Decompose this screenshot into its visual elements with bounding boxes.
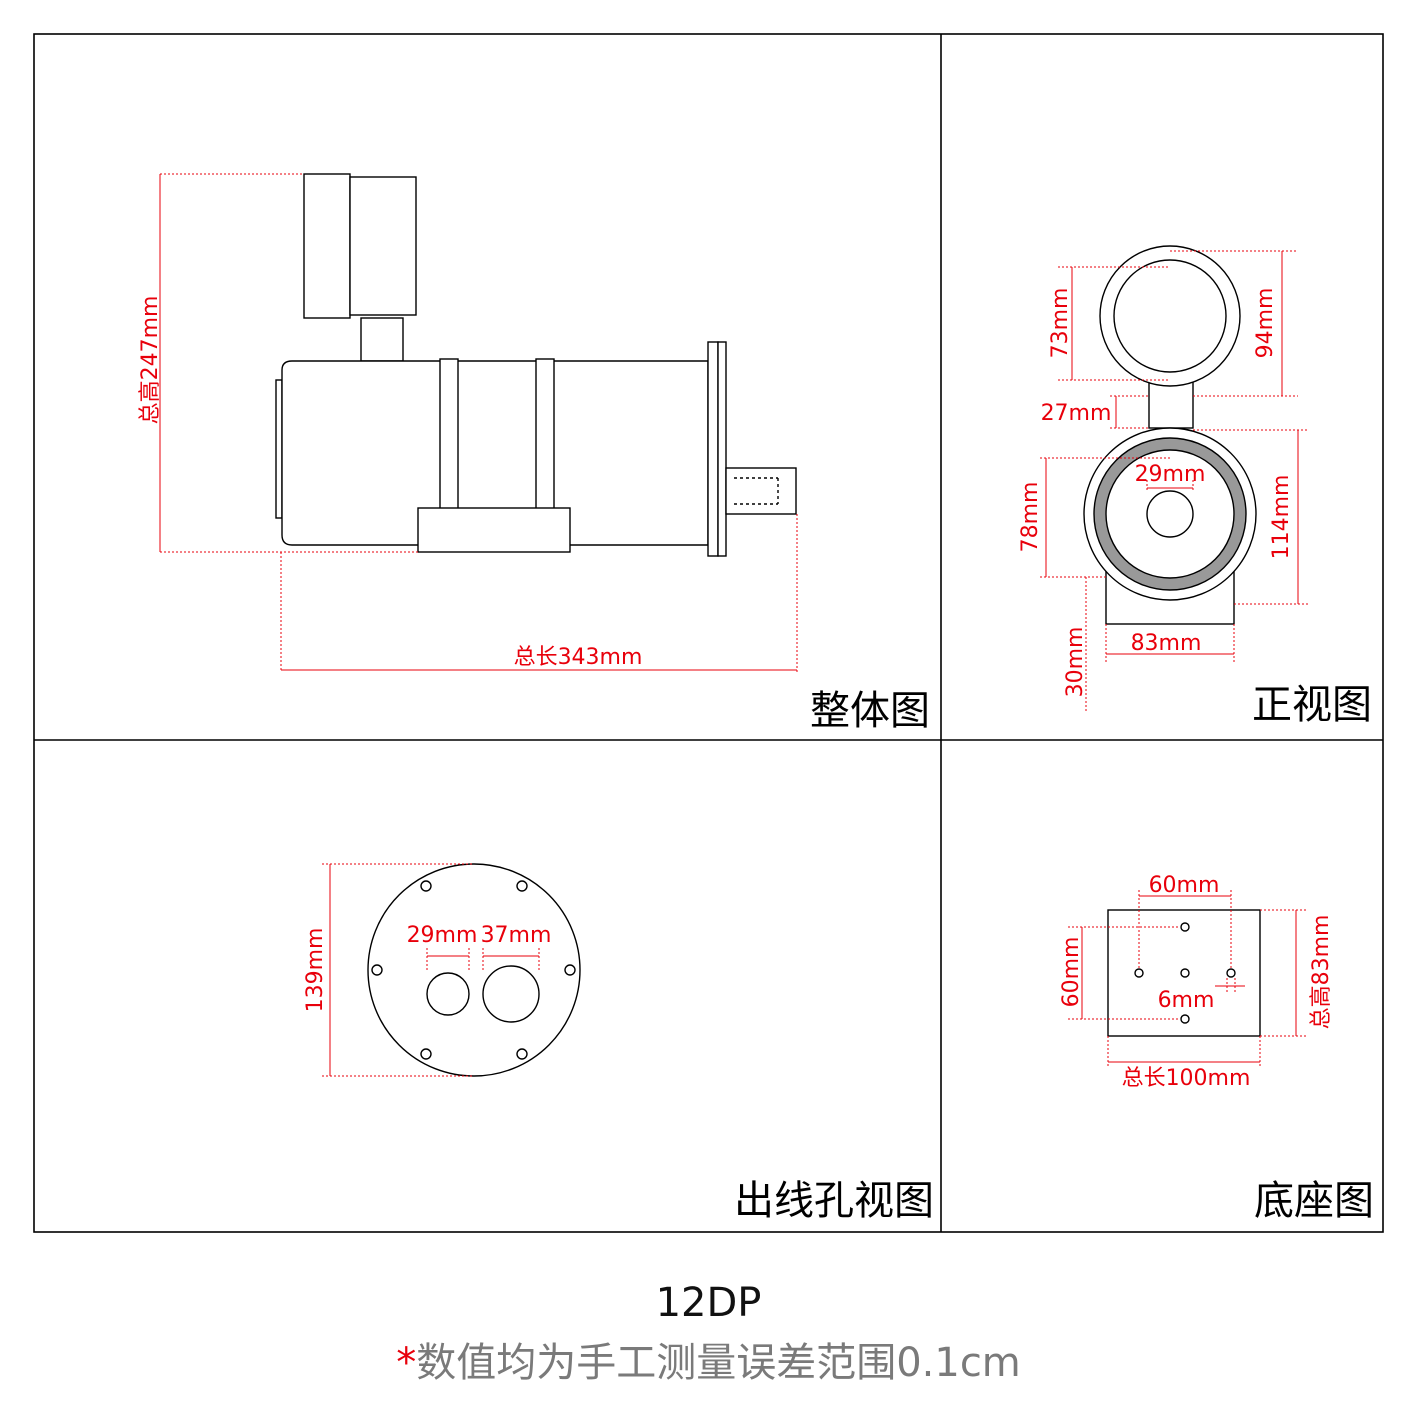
base-dim-6: 6mm bbox=[1158, 988, 1215, 1013]
front-view-title: 正视图 bbox=[1252, 682, 1372, 728]
front-dim-27: 27mm bbox=[1041, 401, 1112, 426]
base-view-title: 底座图 bbox=[1254, 1178, 1374, 1224]
outlet-view-title: 出线孔视图 bbox=[734, 1178, 934, 1224]
overall-height-label: 总高247mm bbox=[138, 296, 163, 425]
model-name: 12DP bbox=[655, 1280, 762, 1326]
outlet-view: 139mm 29mm 37mm 出线孔视图 bbox=[303, 863, 934, 1224]
front-dim-30: 30mm bbox=[1063, 627, 1088, 698]
base-view: 60mm 60mm 6mm 总高83mm 总长100mm 底座图 bbox=[1059, 873, 1374, 1224]
front-dim-78: 78mm bbox=[1018, 482, 1043, 553]
overall-view-title: 整体图 bbox=[810, 688, 930, 734]
note-asterisk: * bbox=[396, 1340, 417, 1386]
outlet-dim-37: 37mm bbox=[481, 923, 552, 948]
base-height-label: 总高83mm bbox=[1309, 915, 1334, 1030]
base-dim-lines bbox=[1068, 890, 1308, 1068]
front-dim-29: 29mm bbox=[1135, 462, 1206, 487]
base-length-label: 总长100mm bbox=[1122, 1066, 1251, 1091]
front-dim-94: 94mm bbox=[1253, 288, 1278, 359]
front-dim-lines bbox=[1040, 250, 1308, 712]
overall-length-label: 总长343mm bbox=[514, 645, 643, 670]
base-dim-60-left: 60mm bbox=[1059, 937, 1084, 1008]
front-dim-114: 114mm bbox=[1269, 475, 1294, 560]
front-outline bbox=[1083, 245, 1257, 625]
outlet-outline bbox=[367, 863, 581, 1077]
panel-frame bbox=[33, 33, 1384, 1233]
overall-dim-lines bbox=[159, 173, 798, 672]
note-text: 数值均为手工测量误差范围0.1cm bbox=[416, 1340, 1021, 1386]
overall-view: 总高247mm 总长343mm 整体图 bbox=[138, 173, 930, 734]
outlet-dim-29: 29mm bbox=[407, 923, 478, 948]
overall-outline bbox=[275, 173, 797, 557]
base-outline bbox=[1107, 909, 1261, 1037]
base-dim-60-top: 60mm bbox=[1149, 873, 1220, 898]
front-dim-83: 83mm bbox=[1131, 631, 1202, 656]
measurement-note: *数值均为手工测量误差范围0.1cm bbox=[0, 1330, 1417, 1388]
front-dim-73: 73mm bbox=[1048, 288, 1073, 359]
outlet-dim-139: 139mm bbox=[303, 928, 328, 1013]
front-view: 73mm 94mm 27mm 29mm 78mm 114mm 83mm 30mm… bbox=[1018, 245, 1372, 728]
outlet-dim-lines bbox=[322, 863, 540, 1077]
